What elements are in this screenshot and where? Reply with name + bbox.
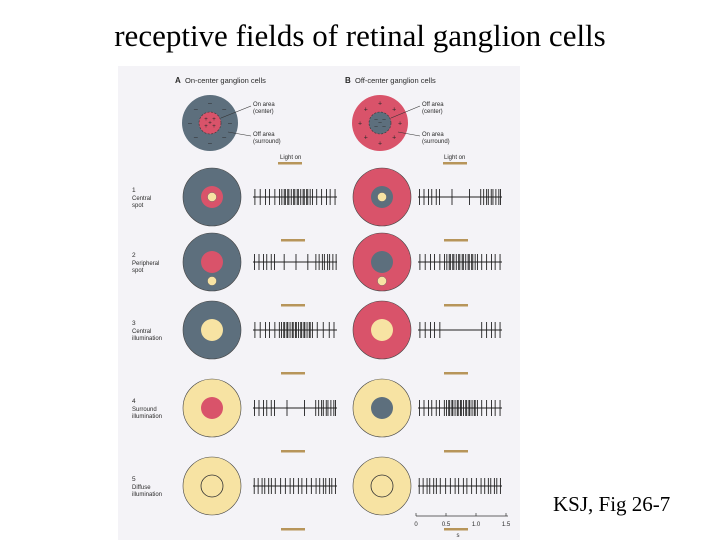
time-scale-tick-label: 0 xyxy=(414,522,418,528)
panel-b-header-field-center xyxy=(368,111,392,135)
panel-b-label-surround: On area(surround) xyxy=(422,132,450,145)
panel-b-leader-center xyxy=(390,105,421,119)
panel-b-header-field-surround-sign: + xyxy=(398,121,402,128)
panel-b-header-field-center-sign: – xyxy=(378,121,382,127)
panel-b-label-center: Off area(center) xyxy=(422,102,444,115)
panel-b-row-5-field-center xyxy=(370,474,394,498)
panel-a-header-field-center-sign: + xyxy=(204,124,208,130)
panel-a-header-field-surround-sign: – xyxy=(228,121,232,128)
panel-b-header-field-center-sign: – xyxy=(374,117,378,123)
panel-b-light-on-label: Light on xyxy=(444,155,465,161)
panel-b-row-1-field-light-spot xyxy=(377,192,387,202)
time-scale-tick-label: 0.5 xyxy=(442,522,451,528)
panel-a-header-field-center-sign: + xyxy=(208,121,212,127)
panel-a-header-field-surround-sign: – xyxy=(208,141,212,148)
panel-b-row-4-field-center xyxy=(371,397,393,419)
panel-a-leader-center xyxy=(220,105,252,119)
panel-b-letter: B xyxy=(345,76,351,85)
panel-b-header-field-surround-sign: + xyxy=(378,141,382,148)
condition-3-number: 3 xyxy=(132,320,136,327)
panel-a-light-on-label: Light on xyxy=(280,155,301,161)
panel-b-leader-surround xyxy=(397,131,421,137)
panel-b-header-field-surround-sign: + xyxy=(392,106,396,113)
panel-a-light-on-bar xyxy=(278,162,302,165)
panel-a-row-4-field-center xyxy=(201,397,223,419)
panel-a-header-field-surround-sign: – xyxy=(222,135,226,142)
panel-a-header-field-center xyxy=(198,111,222,135)
panel-a-header-field-surround-sign: – xyxy=(194,106,198,113)
panel-b-row-3-field-center xyxy=(371,319,393,341)
panel-a-header-field-surround-sign: – xyxy=(194,135,198,142)
panel-b-header-field-surround-sign: + xyxy=(364,106,368,113)
panel-a-header-field-surround-sign: – xyxy=(208,101,212,108)
figure-caption: KSJ, Fig 26-7 xyxy=(553,492,671,516)
panel-b-title: Off-center ganglion cells xyxy=(355,76,436,85)
panel-a-label-surround: Off area(surround) xyxy=(253,132,281,145)
panel-a-header-field-center-sign: + xyxy=(204,117,208,123)
figure-canvas: A On-center ganglion cells B Off-center gan… xyxy=(132,76,511,539)
panel-b-row-5-light-bar xyxy=(444,528,468,531)
panel-b-row-4-light-bar xyxy=(444,450,468,453)
panel-a-title: On-center ganglion cells xyxy=(185,76,266,85)
condition-1-number: 1 xyxy=(132,187,136,194)
panel-a-row-4-light-bar xyxy=(281,450,305,453)
panel-a-row-1-field-light-spot xyxy=(207,192,217,202)
panel-b-row-2-light-bar xyxy=(444,304,468,307)
panel-a-label-center: On area(center) xyxy=(253,102,275,115)
slide-title: receptive fields of retinal ganglion cel… xyxy=(114,18,606,53)
panel-b-header-field-center-sign: – xyxy=(382,124,386,130)
panel-a-row-2-field-light-spot xyxy=(207,276,217,286)
panel-a-letter: A xyxy=(175,76,181,85)
panel-a-leader-surround xyxy=(227,131,252,137)
time-scale-tick-label: 1.5 xyxy=(502,522,511,528)
panel-b-header-field-center-sign: – xyxy=(374,124,378,130)
panel-b-header-field-surround-sign: + xyxy=(364,135,368,142)
panel-b-header-field-surround-sign: + xyxy=(378,101,382,108)
panel-a-row-3-field-center xyxy=(201,319,223,341)
panel-b-header-field-surround-sign: + xyxy=(358,121,362,128)
panel-a-header-field-center-sign: + xyxy=(212,124,216,130)
panel-b-row-2-field-center xyxy=(371,251,393,273)
panel-a-header-field-surround-sign: – xyxy=(222,106,226,113)
condition-5-number: 5 xyxy=(132,476,136,483)
panel-b-light-on-bar xyxy=(443,162,467,165)
receptive-field-figure: A On-center ganglion cells B Off-center gan… xyxy=(118,66,520,540)
condition-4-number: 4 xyxy=(132,398,136,405)
panel-a-row-2-field-center xyxy=(201,251,223,273)
time-scale-unit: s xyxy=(457,533,460,539)
panel-b-row-1-light-bar xyxy=(444,239,468,242)
panel-a-header-field-center-sign: + xyxy=(212,117,216,123)
panel-a-header-field-surround-sign: – xyxy=(188,121,192,128)
panel-b-row-2-field-light-spot xyxy=(377,276,387,286)
panel-a-row-3-light-bar xyxy=(281,372,305,375)
time-scale-tick-label: 1.0 xyxy=(472,522,481,528)
panel-b-header-field-center-sign: – xyxy=(382,117,386,123)
panel-a-row-5-light-bar xyxy=(281,528,305,531)
panel-a-row-1-light-bar xyxy=(281,239,305,242)
condition-2-number: 2 xyxy=(132,252,136,259)
panel-b-row-3-light-bar xyxy=(444,372,468,375)
panel-a-row-2-light-bar xyxy=(281,304,305,307)
panel-a-row-5-field-center xyxy=(200,474,224,498)
panel-b-header-field-surround-sign: + xyxy=(392,135,396,142)
